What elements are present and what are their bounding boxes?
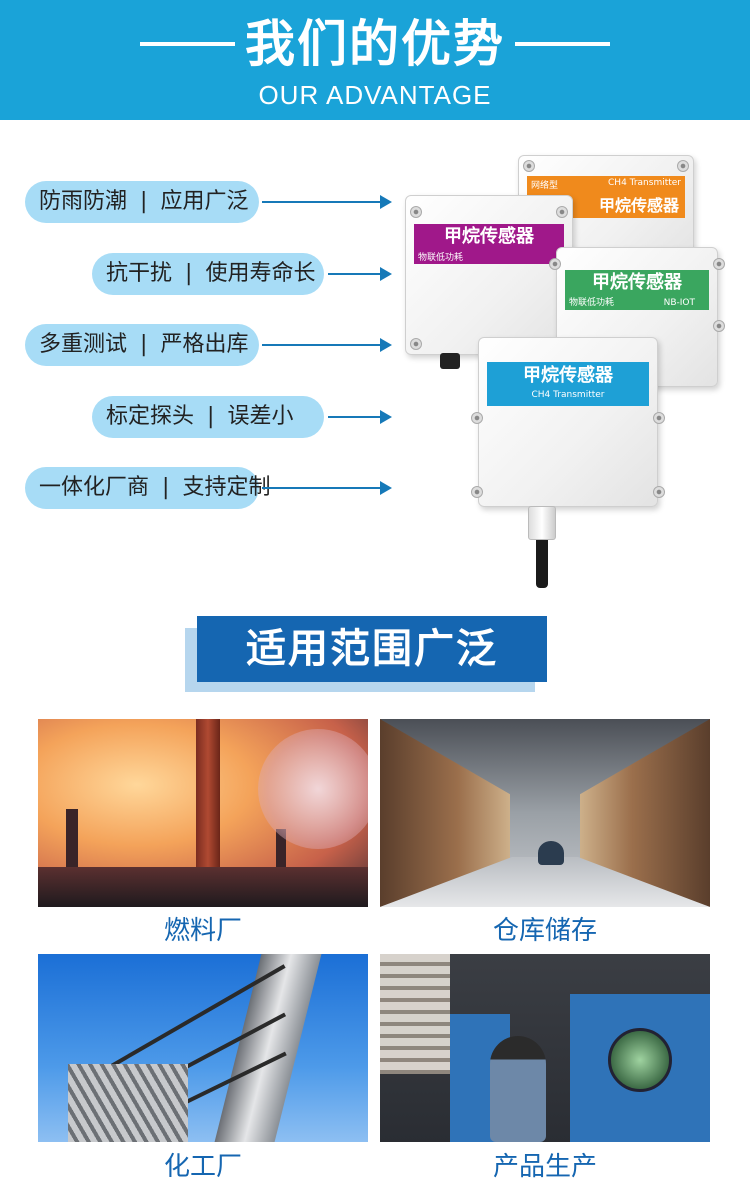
screw-icon [713,320,725,332]
feature-pill-3: 多重测试 | 严格出库 [25,324,259,366]
product-orange-title: 甲烷传感器 [598,196,679,215]
screw-icon [471,412,483,424]
feature-pill-4: 标定探头 | 误差小 [92,396,324,438]
product-purple-sub: 物联低功耗 [418,253,464,263]
warehouse-person [538,841,564,865]
feature-separator: | [207,404,215,429]
feature-right: 应用广泛 [160,189,249,214]
photo-chemical-plant [38,954,368,1142]
feature-left: 多重测试 [39,332,128,357]
header-dash-left [140,42,235,46]
product-green-tag: NB-IOT [663,298,695,308]
product-blue-sub: CH4 Transmitter [531,390,605,400]
radar-screen [608,1028,672,1092]
feature-left: 一体化厂商 [39,475,150,500]
feature-right: 使用寿命长 [205,261,316,286]
product-purple-title: 甲烷传感器 [444,226,534,247]
feature-pill-2: 抗干扰 | 使用寿命长 [92,253,324,295]
header-subtitle: OUR ADVANTAGE [258,80,492,110]
feature-right: 严格出库 [160,332,249,357]
feature-left: 抗干扰 [106,261,173,286]
feature-pill-5: 一体化厂商 | 支持定制 [25,467,270,509]
screw-icon [410,206,422,218]
section-title: 适用范围广泛 [197,616,547,682]
photo-label-fuel-plant: 燃料厂 [163,916,242,946]
product-green-sub: 物联低功耗 [569,298,615,308]
screw-icon [677,160,689,172]
screw-icon [471,486,483,498]
photo-label-chemical-plant: 化工厂 [163,1152,242,1182]
header-title: 我们的优势 [245,15,505,73]
screw-icon [653,486,665,498]
chimney-tall [196,719,220,879]
header-banner: 我们的优势 OUR ADVANTAGE [0,0,750,120]
feature-separator: | [140,189,148,214]
photo-label-production: 产品生产 [492,1152,597,1182]
screw-icon [549,258,561,270]
screw-icon [523,160,535,172]
product-purple-sensor: 甲烷传感器 物联低功耗 [405,195,573,355]
feature-arrow-2 [328,267,392,281]
smoke-cloud [258,729,368,849]
product-blue-label: 甲烷传感器 CH4 Transmitter [487,362,649,406]
plant-ground [38,867,368,907]
photo-warehouse [380,719,710,907]
product-orange-sub: CH4 Transmitter [608,178,681,188]
feature-separator: | [185,261,193,286]
feature-right: 误差小 [227,404,294,429]
screw-icon [713,258,725,270]
pipe-cluster [68,1064,188,1142]
header-dash-right [515,42,610,46]
product-blue-cable [536,540,548,588]
feature-arrow-1 [262,195,392,209]
column-main [214,954,322,1142]
product-green-label: 甲烷传感器 物联低功耗 NB-IOT [565,270,709,310]
header-title-row: 我们的优势 [0,12,750,76]
product-purple-connector [440,353,460,369]
product-orange-tag: 网络型 [531,181,559,191]
feature-pill-1: 防雨防潮 | 应用广泛 [25,181,259,223]
feature-arrow-4 [328,410,392,424]
feature-left: 防雨防潮 [39,189,128,214]
product-blue-cable-gland [528,506,556,540]
feature-arrow-5 [262,481,392,495]
feature-arrow-3 [262,338,392,352]
screw-icon [410,338,422,350]
product-purple-label: 甲烷传感器 物联低功耗 [414,224,564,264]
feature-right: 支持定制 [182,475,271,500]
feature-separator: | [162,475,170,500]
screw-icon [653,412,665,424]
photo-fuel-plant [38,719,368,907]
photo-label-warehouse: 仓库储存 [492,916,597,946]
photo-production [380,954,710,1142]
operator [490,1036,546,1142]
screw-icon [556,206,568,218]
product-blue-title: 甲烷传感器 [523,365,613,386]
feature-left: 标定探头 [106,404,195,429]
product-green-title: 甲烷传感器 [592,272,682,293]
product-blue-sensor: 甲烷传感器 CH4 Transmitter [471,337,665,507]
shelving-left [380,954,450,1074]
feature-separator: | [140,332,148,357]
